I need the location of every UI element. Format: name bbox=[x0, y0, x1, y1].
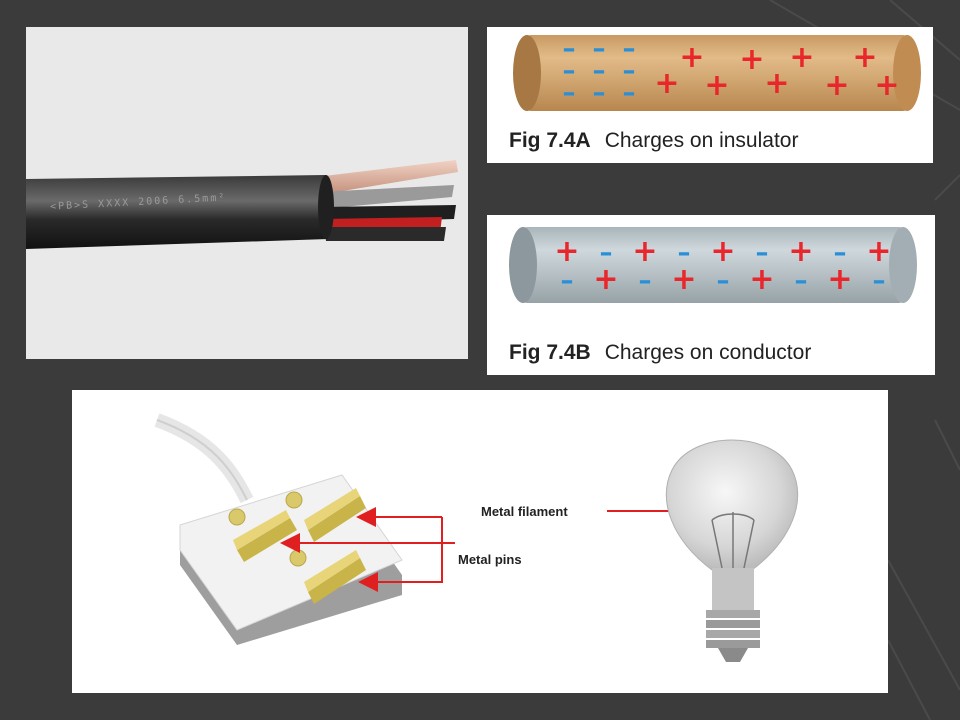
cable-photo: <PB>S XXXX 2006 6.5mm² bbox=[26, 27, 468, 359]
positive-charge: + bbox=[554, 234, 579, 269]
plug bbox=[179, 474, 403, 645]
insulator-tube: –––––––––+++++++++ bbox=[513, 34, 921, 111]
negative-charge: – bbox=[834, 238, 847, 268]
light-bulb bbox=[665, 439, 799, 662]
positive-charge: + bbox=[866, 234, 891, 269]
positive-charge: + bbox=[654, 66, 679, 101]
positive-charge: + bbox=[764, 66, 789, 101]
negative-charge: – bbox=[678, 238, 691, 268]
positive-charge: + bbox=[632, 234, 657, 269]
negative-charge: – bbox=[639, 266, 652, 296]
positive-charge: + bbox=[710, 234, 735, 269]
caption-number: Fig 7.4A bbox=[509, 129, 591, 152]
metal-pin-3 bbox=[308, 558, 366, 604]
negative-charge: – bbox=[593, 34, 606, 64]
caption-fig-b: Fig 7.4B Charges on conductor bbox=[509, 341, 811, 365]
metal-pin-1 bbox=[237, 518, 297, 562]
cable-illustration bbox=[26, 160, 458, 249]
metal-pins-label: Metal pins bbox=[458, 552, 522, 567]
grey-wire bbox=[318, 185, 454, 209]
positive-charge: + bbox=[789, 40, 814, 75]
plug-bulb-illustration bbox=[154, 413, 799, 662]
negative-charge: – bbox=[623, 34, 636, 64]
negative-charge: – bbox=[873, 266, 886, 296]
black-wire-2 bbox=[324, 227, 446, 241]
negative-charge: – bbox=[623, 78, 636, 108]
positive-charge: + bbox=[679, 40, 704, 75]
plug-bulb-diagram: Metal filament Metal pins bbox=[72, 390, 888, 693]
positive-charge: + bbox=[824, 68, 849, 103]
caption-text: Charges on conductor bbox=[604, 341, 812, 364]
negative-charge: – bbox=[593, 78, 606, 108]
caption-fig-a: Fig 7.4A Charges on insulator bbox=[509, 129, 798, 153]
positive-charge: + bbox=[704, 68, 729, 103]
negative-charge: – bbox=[795, 266, 808, 296]
positive-charge: + bbox=[788, 234, 813, 269]
caption-number: Fig 7.4B bbox=[509, 341, 591, 364]
metal-pin-2 bbox=[308, 496, 366, 542]
negative-charge: – bbox=[563, 56, 576, 86]
negative-charge: – bbox=[756, 238, 769, 268]
positive-charge: + bbox=[593, 262, 618, 297]
negative-charge: – bbox=[561, 266, 574, 296]
negative-charge: – bbox=[563, 34, 576, 64]
positive-charge: + bbox=[874, 68, 899, 103]
insulator-charges: –––––––––+++++++++ bbox=[563, 34, 900, 108]
positive-charge: + bbox=[739, 42, 764, 77]
negative-charge: – bbox=[593, 56, 606, 86]
negative-charge: – bbox=[563, 78, 576, 108]
metal-filament bbox=[711, 512, 755, 569]
positive-charge: + bbox=[852, 40, 877, 75]
cable-jacket bbox=[26, 175, 328, 249]
positive-charge: + bbox=[827, 262, 852, 297]
negative-charge: – bbox=[600, 238, 613, 268]
pin-arrows bbox=[280, 507, 455, 592]
conductor-tube: +–+–+–+–+–+–+–+–+– bbox=[509, 227, 917, 303]
negative-charge: – bbox=[717, 266, 730, 296]
negative-charge: – bbox=[623, 56, 636, 86]
plug-cable bbox=[154, 413, 254, 504]
caption-text: Charges on insulator bbox=[604, 129, 799, 152]
positive-charge: + bbox=[749, 262, 774, 297]
positive-charge: + bbox=[671, 262, 696, 297]
copper-wire bbox=[316, 160, 458, 195]
conductor-charges: +–+–+–+–+–+–+–+–+– bbox=[554, 234, 891, 297]
metal-filament-label: Metal filament bbox=[481, 504, 568, 519]
